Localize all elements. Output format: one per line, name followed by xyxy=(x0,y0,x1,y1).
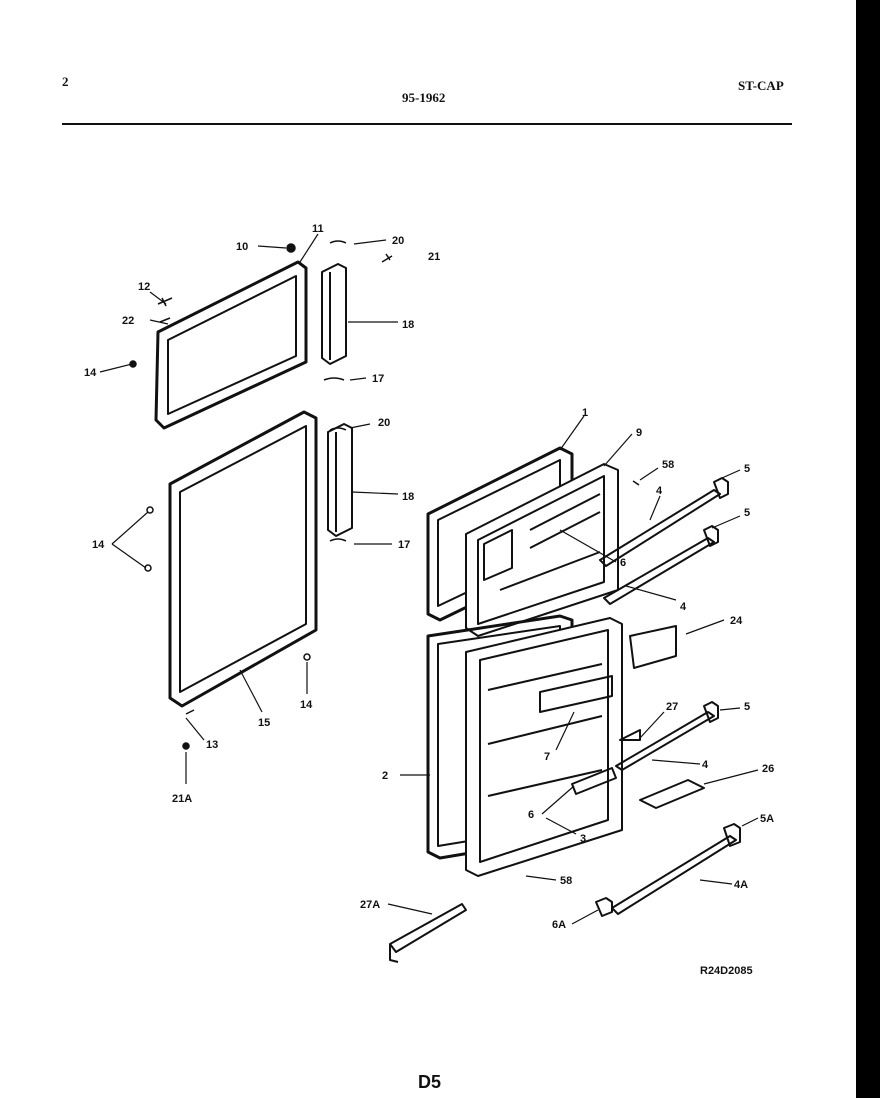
callout-14-left: 14 xyxy=(92,539,105,551)
callout-5-upper: 5 xyxy=(744,463,750,475)
callout-10: 10 xyxy=(236,241,248,253)
callout-13: 13 xyxy=(206,739,218,751)
drawing-code: R24D2085 xyxy=(700,965,753,977)
misc-components xyxy=(389,625,705,963)
callout-9: 9 xyxy=(636,427,642,439)
callout-1: 1 xyxy=(582,407,588,419)
small-hardware-parts xyxy=(129,240,640,750)
callout-14-upper: 14 xyxy=(84,367,97,379)
document-number: 95-1962 xyxy=(402,90,446,105)
callout-labels: 10 11 20 21 12 22 18 14 17 20 14 18 17 1… xyxy=(84,223,774,931)
callout-2: 2 xyxy=(382,770,388,782)
callout-15: 15 xyxy=(258,717,270,729)
callout-21: 21 xyxy=(428,251,440,263)
callout-4-lower: 4 xyxy=(702,759,709,771)
header-rule xyxy=(62,123,792,125)
callout-7: 7 xyxy=(544,751,550,763)
scan-edge-bar xyxy=(856,0,880,1098)
callout-4-upper: 4 xyxy=(656,485,663,497)
freezer-door-assembly xyxy=(426,446,619,637)
model-code: ST-CAP xyxy=(738,78,784,93)
door-racks-upper xyxy=(599,477,729,605)
callout-3: 3 xyxy=(580,833,586,845)
page-label: D5 xyxy=(418,1072,442,1092)
callout-6-lower: 6 xyxy=(528,809,534,821)
callout-18-lower: 18 xyxy=(402,491,414,503)
fresh-food-door-gasket xyxy=(168,410,318,708)
callout-5-middle: 5 xyxy=(744,507,750,519)
callout-14-lower: 14 xyxy=(300,699,313,711)
callout-4-middle: 4 xyxy=(680,601,687,613)
callout-26: 26 xyxy=(762,763,774,775)
callout-20-upper: 20 xyxy=(392,235,404,247)
callout-6-upper: 6 xyxy=(620,557,626,569)
fresh-food-door-assembly xyxy=(426,614,623,877)
callout-17-lower: 17 xyxy=(398,539,410,551)
callout-22: 22 xyxy=(122,315,134,327)
callout-5a: 5A xyxy=(760,813,774,825)
breaker-strip-upper xyxy=(321,263,347,365)
callout-6a: 6A xyxy=(552,919,566,931)
callout-58-upper: 58 xyxy=(662,459,674,471)
callout-11: 11 xyxy=(312,223,324,235)
freezer-door-gasket xyxy=(154,260,308,430)
callout-4a: 4A xyxy=(734,879,748,891)
breaker-strip-lower xyxy=(327,423,353,537)
callout-27: 27 xyxy=(666,701,678,713)
callout-20-lower: 20 xyxy=(378,417,390,429)
leader-lines xyxy=(99,233,759,925)
callout-17-upper: 17 xyxy=(372,373,384,385)
callout-58-lower: 58 xyxy=(560,875,572,887)
callout-24: 24 xyxy=(730,615,743,627)
page-number: 2 xyxy=(62,74,69,89)
callout-5-lower: 5 xyxy=(744,701,750,713)
door-racks-lower xyxy=(571,701,741,917)
callout-12: 12 xyxy=(138,281,150,293)
callout-21a: 21A xyxy=(172,793,192,805)
callout-27a: 27A xyxy=(360,899,380,911)
callout-18-upper: 18 xyxy=(402,319,414,331)
